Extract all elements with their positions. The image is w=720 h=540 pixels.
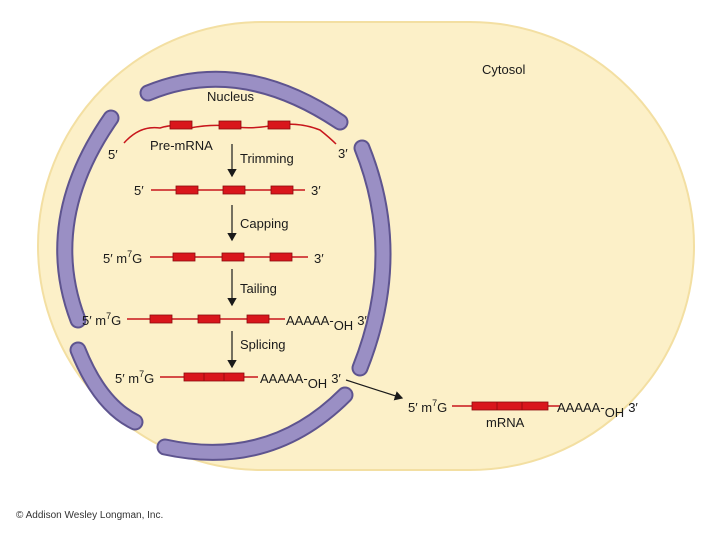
exon-block	[149, 314, 173, 324]
step-label-capping: Capping	[240, 216, 288, 231]
cap-label: 5′ m7G	[115, 369, 154, 386]
three-prime-label: 3′	[338, 146, 348, 161]
cytosol-label: Cytosol	[482, 62, 525, 77]
step-label-trimming: Trimming	[240, 151, 294, 166]
exon-block	[267, 120, 291, 130]
five-prime-label: 5′	[134, 183, 144, 198]
exon-block	[197, 314, 221, 324]
exon-block	[246, 314, 270, 324]
exon-block	[218, 120, 242, 130]
exon-block	[169, 120, 193, 130]
three-prime-label: 3′	[314, 251, 324, 266]
export-arrow	[345, 379, 404, 401]
capped-rna-row: 5′ m7G 3′	[103, 249, 324, 266]
three-prime-label: 3′	[311, 183, 321, 198]
copyright-notice: © Addison Wesley Longman, Inc.	[16, 510, 163, 521]
cap-label: 5′ m7G	[408, 398, 447, 415]
cap-label: 5′ m7G	[103, 249, 142, 266]
exon-block	[175, 185, 199, 195]
nucleus-label: Nucleus	[207, 89, 254, 104]
trimmed-rna-row: 5′ 3′	[134, 183, 321, 198]
exon-block	[269, 252, 293, 262]
cell-cytosol	[37, 21, 695, 471]
cap-label: 5′ m7G	[82, 311, 121, 328]
mrna-exons	[471, 401, 549, 411]
step-label-splicing: Splicing	[240, 337, 286, 352]
exon-block	[172, 252, 196, 262]
spliced-exons	[183, 372, 245, 382]
step-label-tailing: Tailing	[240, 281, 277, 296]
mrna-label: mRNA	[486, 415, 525, 430]
pre-mrna-row: 5′ Pre-mRNA 3′	[108, 120, 348, 162]
exon-block	[221, 252, 245, 262]
exon-block	[270, 185, 294, 195]
pre-mrna-label: Pre-mRNA	[150, 138, 213, 153]
five-prime-label: 5′	[108, 147, 118, 162]
exon-block	[222, 185, 246, 195]
